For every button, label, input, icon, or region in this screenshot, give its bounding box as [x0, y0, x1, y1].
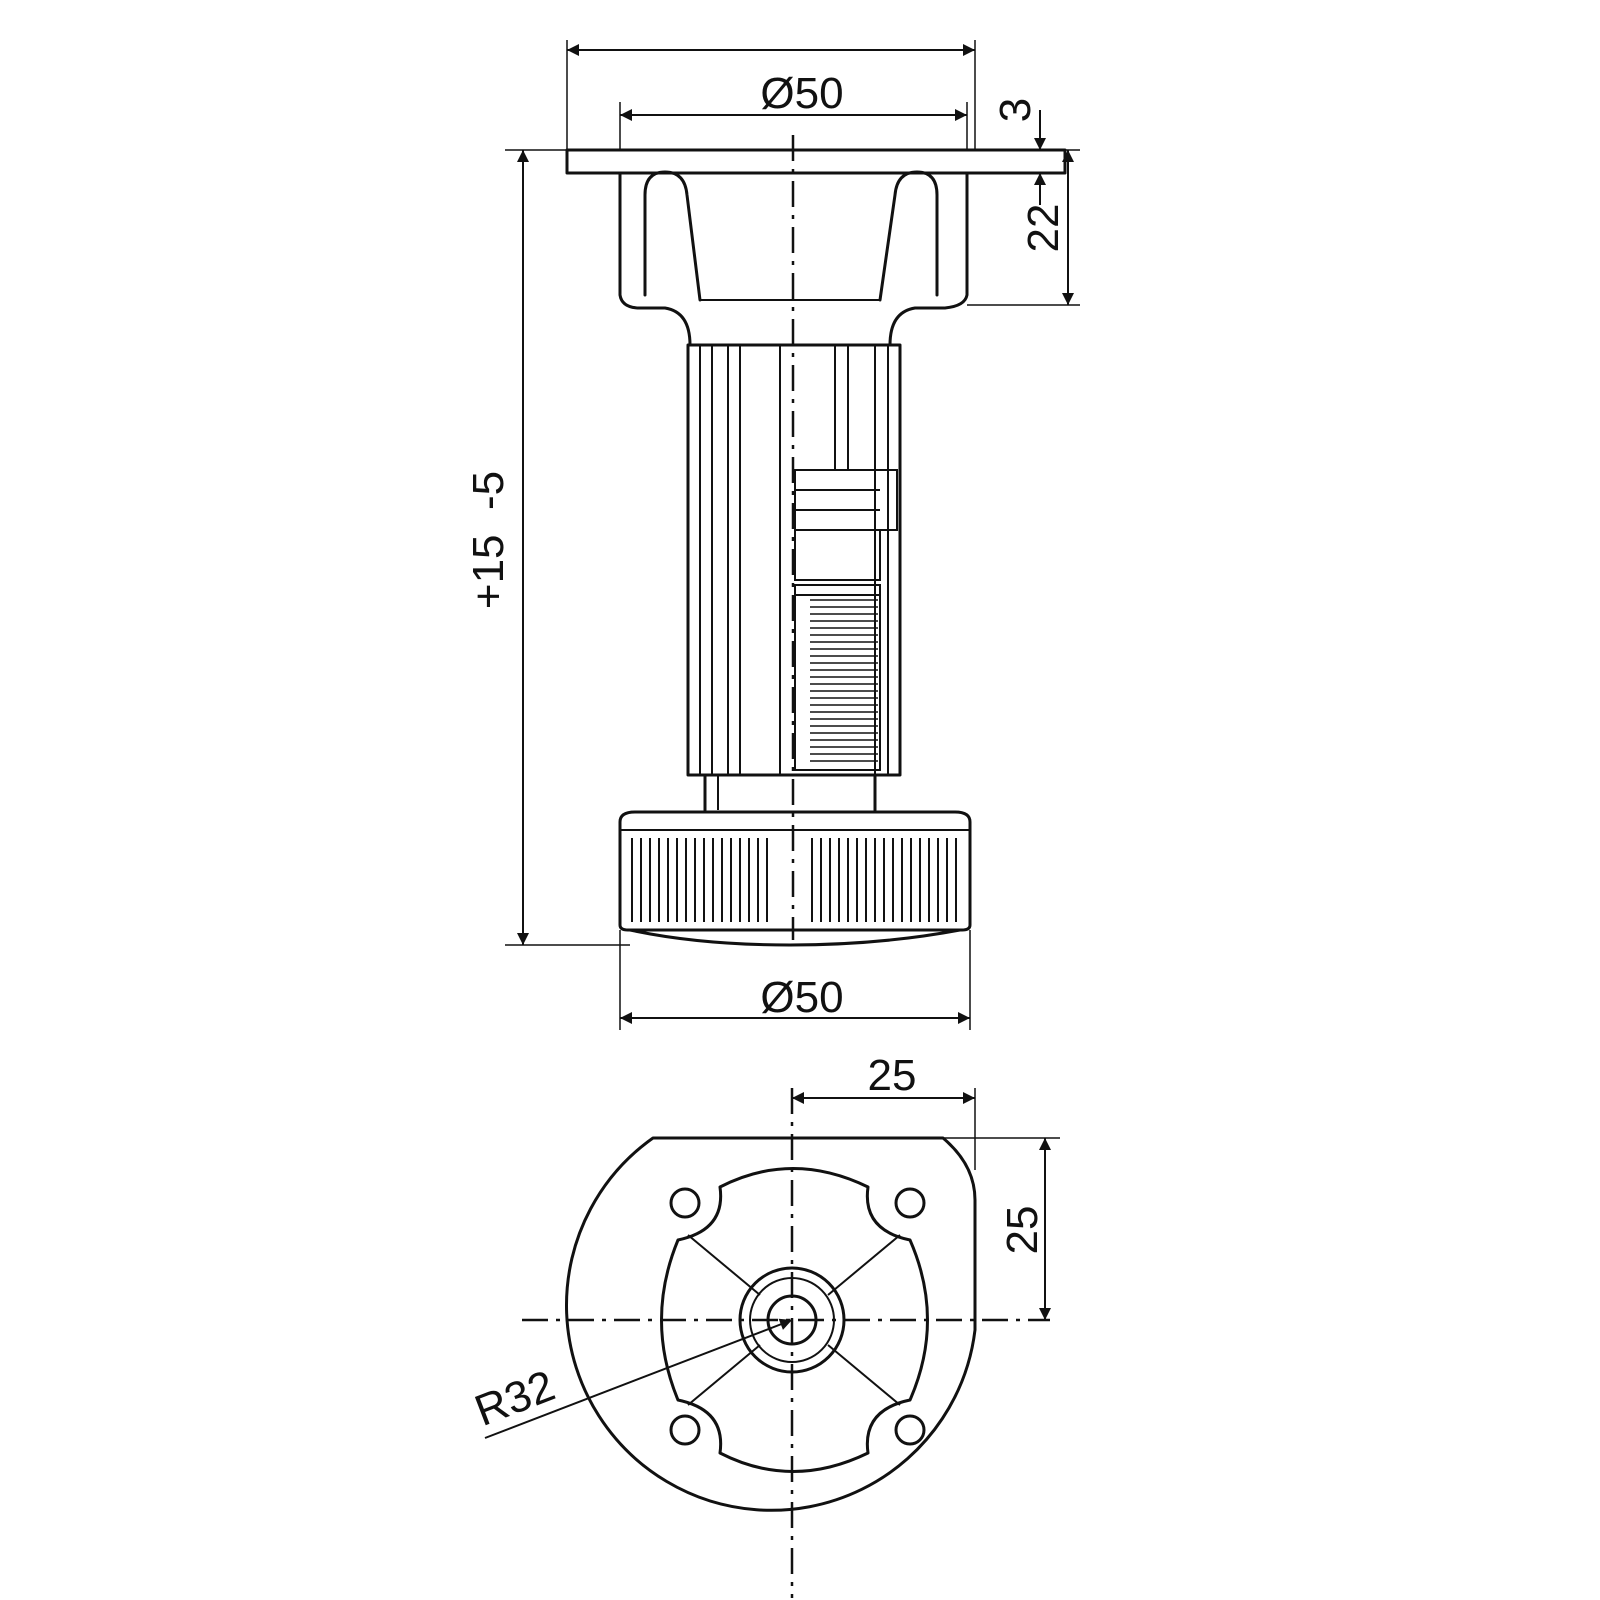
plate-thickness-label: 3 [991, 98, 1040, 122]
mounting-plate [565, 148, 1067, 175]
foot-ribs [631, 838, 957, 922]
hole-offset-y-label: 25 [998, 1206, 1047, 1255]
mounting-plate-outline [565, 1136, 977, 1512]
bracket-peg-left [643, 170, 702, 302]
adjustment-screw [794, 469, 898, 771]
screw-thread [810, 599, 878, 762]
hole-offset-x-label: 25 [868, 1051, 917, 1100]
mounting-hole [894, 1414, 926, 1446]
adjustment-foot [618, 810, 972, 932]
height-adjustment-label: +15 -5 [464, 471, 513, 609]
side-view: Ø50 3 22 +15 -5 Ø50 [464, 40, 1080, 1030]
mounting-hole [669, 1414, 701, 1446]
mounting-hole [894, 1187, 926, 1219]
mounting-hole [669, 1187, 701, 1219]
bracket-height-label: 22 [1019, 204, 1068, 253]
top-diameter-label: Ø50 [760, 69, 843, 118]
plan-view: 25 25 R32 [468, 1051, 1060, 1598]
bracket-peg-right [878, 170, 939, 302]
foot-base [628, 928, 962, 947]
column-ribs [699, 345, 889, 775]
leg-neck [703, 773, 877, 812]
base-diameter-label: Ø50 [760, 973, 843, 1022]
plate-radius-label: R32 [468, 1361, 561, 1436]
plate-webs [687, 1234, 901, 1406]
cross-recess [660, 1167, 929, 1473]
